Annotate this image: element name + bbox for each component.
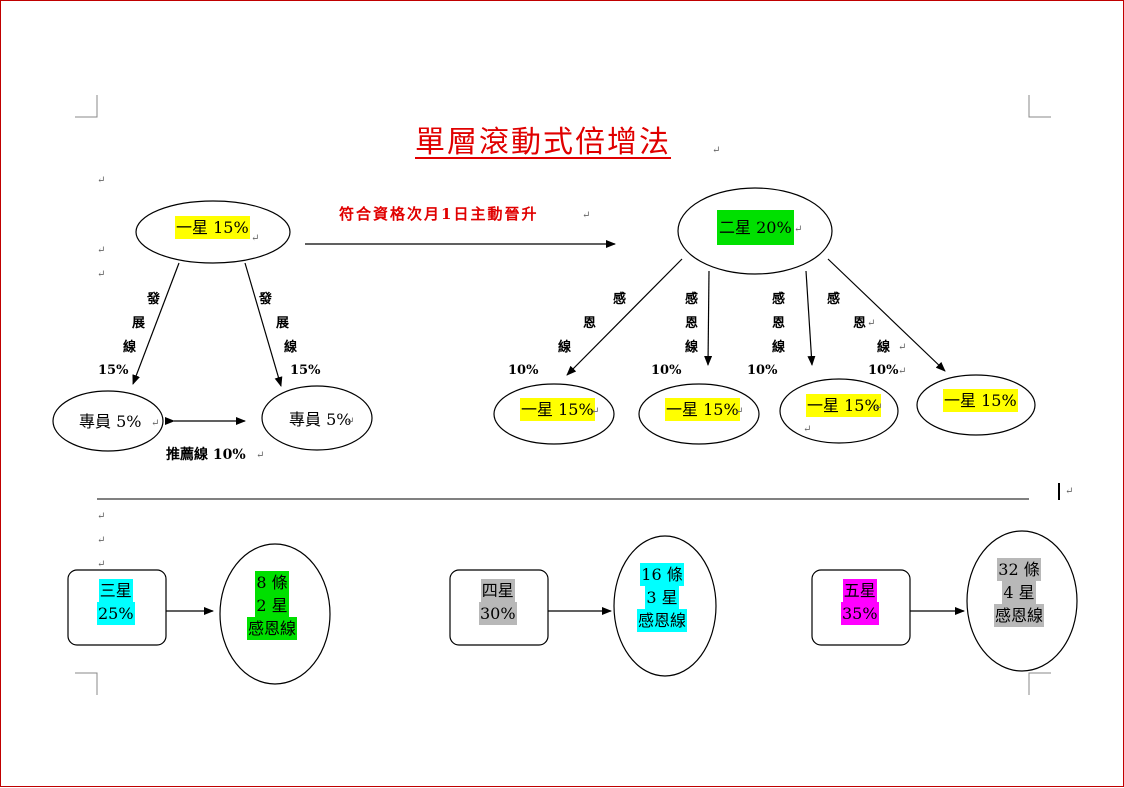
paragraph-mark: ↵ — [898, 366, 907, 377]
line-type: 感恩線 — [994, 604, 1045, 627]
branch-char: 感 — [772, 292, 786, 307]
branch-char: 感 — [613, 292, 627, 307]
branch-char: 線 — [558, 340, 572, 355]
rank-pct: 25% — [97, 602, 135, 625]
line-type: 感恩線 — [247, 617, 298, 640]
branch-pct: 15% — [290, 363, 321, 378]
branch-pct: 10% — [747, 363, 778, 378]
branch-char: 線 — [772, 340, 786, 355]
paragraph-mark: ↵ — [97, 245, 106, 256]
paragraph-mark: ↵ — [97, 269, 106, 280]
star-count: 4 星 — [1002, 581, 1036, 604]
branch-char: 發 — [147, 292, 161, 307]
gratitude-label-3: 一星 15% — [806, 394, 881, 417]
rank-name: 三星 — [98, 579, 133, 602]
paragraph-mark: ↵ — [712, 145, 721, 156]
branch-pct: 10% — [651, 363, 682, 378]
paragraph-mark: ↵ — [735, 406, 744, 417]
branch-char: 線 — [685, 340, 699, 355]
branch-char: 恩 — [583, 316, 597, 331]
branch-char: 感 — [685, 292, 699, 307]
root-label-right: 二星 20% — [717, 210, 794, 245]
dev-arrow-1 — [132, 262, 180, 385]
crop-marks — [75, 95, 1051, 695]
star-count: 3 星 — [645, 586, 679, 609]
rank-name: 五星 — [842, 579, 877, 602]
rank-box-label-2: 四星 30% — [479, 579, 517, 625]
paragraph-mark: ↵ — [1065, 486, 1074, 497]
gratitude-arrow-4 — [827, 258, 946, 372]
branch-char: 發 — [259, 292, 273, 307]
line-type: 感恩線 — [637, 609, 688, 632]
child-node-2 — [261, 385, 373, 451]
promotion-label: 符合資格次月1日主動晉升 — [339, 205, 539, 223]
gratitude-label-1: 一星 15% — [520, 398, 595, 421]
paragraph-mark: ↵ — [151, 418, 160, 429]
page-title: 單層滾動式倍增法 — [415, 125, 671, 160]
rank-name: 四星 — [480, 579, 515, 602]
dev-arrow-2 — [244, 262, 283, 387]
gratitude-arrow-2 — [704, 270, 713, 366]
gratitude-arrow-1 — [566, 258, 683, 376]
line-count: 16 條 — [640, 563, 684, 586]
gratitude-label-2: 一星 15% — [665, 398, 740, 421]
rank-circle-label-2: 16 條 3 星 感恩線 — [637, 563, 688, 632]
referral-label: 推薦線 10% — [166, 447, 246, 463]
paragraph-mark: ↵ — [803, 424, 812, 435]
paragraph-mark: ↵ — [256, 450, 265, 461]
rank-box-label-3: 五星 35% — [841, 579, 879, 625]
branch-char: 展 — [132, 316, 146, 331]
paragraph-mark: ↵ — [97, 175, 106, 186]
paragraph-mark: ↵ — [97, 511, 106, 522]
line-count: 32 條 — [997, 558, 1041, 581]
rank-box-label-1: 三星 25% — [97, 579, 135, 625]
paragraph-mark: ↵ — [898, 342, 907, 353]
child-node-1 — [52, 390, 164, 452]
branch-char: 恩 — [772, 316, 786, 331]
star-count: 2 星 — [255, 594, 289, 617]
branch-char: 恩 — [685, 316, 699, 331]
child-label-2: 專員 5% — [289, 410, 352, 429]
paragraph-mark: ↵ — [97, 559, 106, 570]
rank-circle-label-3: 32 條 4 星 感恩線 — [994, 558, 1045, 627]
rank-pct: 35% — [841, 602, 879, 625]
paragraph-mark: ↵ — [97, 535, 106, 546]
line-count: 8 條 — [255, 571, 289, 594]
paragraph-mark: ↵ — [251, 233, 260, 244]
branch-char: 線 — [877, 340, 891, 355]
paragraph-mark: ↵ — [582, 210, 591, 221]
paragraph-mark: ↵ — [867, 318, 876, 329]
paragraph-mark: ↵ — [874, 402, 883, 413]
branch-char: 線 — [123, 340, 137, 355]
branch-char: 線 — [284, 340, 298, 355]
child-label-1: 專員 5% — [79, 412, 142, 431]
branch-char: 展 — [276, 316, 290, 331]
root-label-left: 一星 15% — [175, 216, 250, 239]
branch-pct: 10% — [868, 363, 899, 378]
rank-circle-label-1: 8 條 2 星 感恩線 — [247, 571, 298, 640]
paragraph-mark: ↵ — [794, 224, 803, 235]
gratitude-arrow-3 — [805, 270, 816, 366]
gratitude-label-4: 一星 15% — [943, 389, 1018, 412]
branch-char: 感 — [827, 292, 841, 307]
branch-pct: 15% — [98, 363, 129, 378]
paragraph-mark: ↵ — [346, 416, 355, 427]
paragraph-mark: ↵ — [591, 406, 600, 417]
branch-char: 恩 — [853, 316, 867, 331]
branch-pct: 10% — [508, 363, 539, 378]
rank-pct: 30% — [479, 602, 517, 625]
